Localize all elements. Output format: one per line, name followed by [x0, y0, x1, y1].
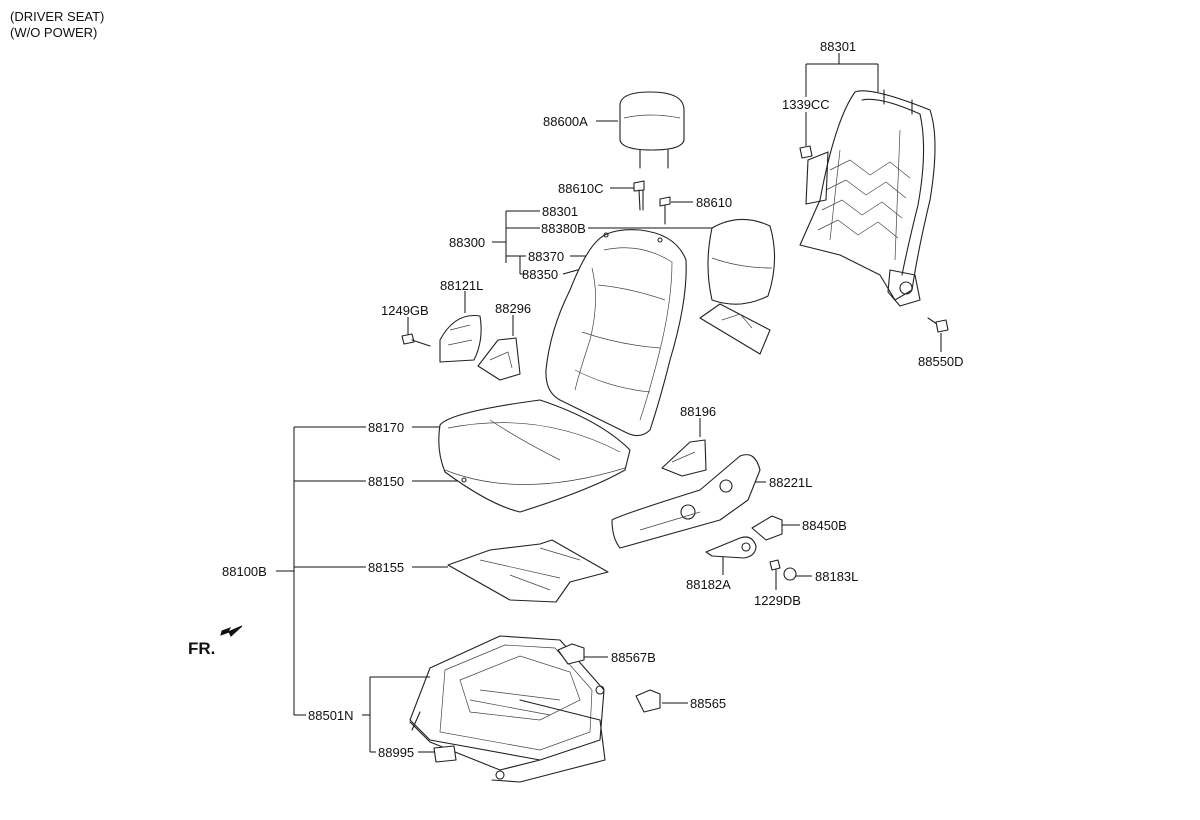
bracket-88450b: [751, 515, 783, 541]
label-1339cc: 1339CC: [782, 97, 830, 112]
label-88370: 88370: [528, 249, 564, 264]
switch-88995: [433, 745, 457, 763]
front-arrow-icon: [220, 625, 243, 637]
bracket-88565: [635, 689, 661, 713]
front-direction-indicator: FR.: [188, 625, 243, 658]
header-driver-seat: (DRIVER SEAT): [10, 9, 105, 24]
label-88182a: 88182A: [686, 577, 731, 592]
label-88610: 88610: [696, 195, 732, 210]
label-88550d: 88550D: [918, 354, 964, 369]
headrest: [619, 91, 685, 169]
label-88183l: 88183L: [815, 569, 858, 584]
label-88350: 88350: [522, 267, 558, 282]
label-88100b: 88100B: [222, 564, 267, 579]
label-1249gb: 1249GB: [381, 303, 429, 318]
label-88121l: 88121L: [440, 278, 483, 293]
label-88301-frame: 88301: [820, 39, 856, 54]
label-88155: 88155: [368, 560, 404, 575]
frame-bolt: [927, 317, 949, 333]
label-88995: 88995: [378, 745, 414, 760]
lever-handle: [705, 536, 757, 559]
label-88300: 88300: [449, 235, 485, 250]
bracket-88296: [477, 337, 521, 381]
header-without-power: (W/O POWER): [10, 25, 98, 40]
label-88610c: 88610C: [558, 181, 604, 196]
cushion-heater-pad: [447, 539, 609, 603]
bracket-88196: [661, 439, 707, 477]
screw-1229db: [769, 559, 781, 571]
label-88196: 88196: [680, 404, 716, 419]
screw-1249gb: [401, 333, 431, 347]
label-88501n: 88501N: [308, 708, 354, 723]
label-88567b: 88567B: [611, 650, 656, 665]
label-88296: 88296: [495, 301, 531, 316]
label-88450b: 88450B: [802, 518, 847, 533]
side-shield-cover: [611, 454, 761, 549]
seat-track-assembly: [409, 635, 606, 783]
recliner-cover-inner: [439, 314, 482, 363]
label-88301: 88301: [542, 204, 578, 219]
headrest-guide: [659, 196, 671, 225]
frame-bushing: [799, 145, 813, 159]
label-88380b: 88380B: [541, 221, 586, 236]
part-labels: 88301 1339CC 88550D 88600A 88610C 88610 …: [222, 39, 964, 760]
headrest-guide-lock: [633, 180, 645, 211]
seatback-pad-rear: [699, 218, 776, 355]
seat-cushion: [438, 399, 631, 513]
cap-88183l: [783, 567, 797, 581]
seatback-assembly: [545, 229, 687, 437]
label-88565: 88565: [690, 696, 726, 711]
label-88150: 88150: [368, 474, 404, 489]
bracket-88567b: [557, 643, 585, 665]
label-88221l: 88221L: [769, 475, 812, 490]
label-88170: 88170: [368, 420, 404, 435]
label-88600a: 88600A: [543, 114, 588, 129]
front-direction-label: FR.: [188, 639, 215, 658]
label-1229db: 1229DB: [754, 593, 801, 608]
seatback-frame: [799, 89, 936, 307]
leader-lines: [276, 53, 942, 753]
